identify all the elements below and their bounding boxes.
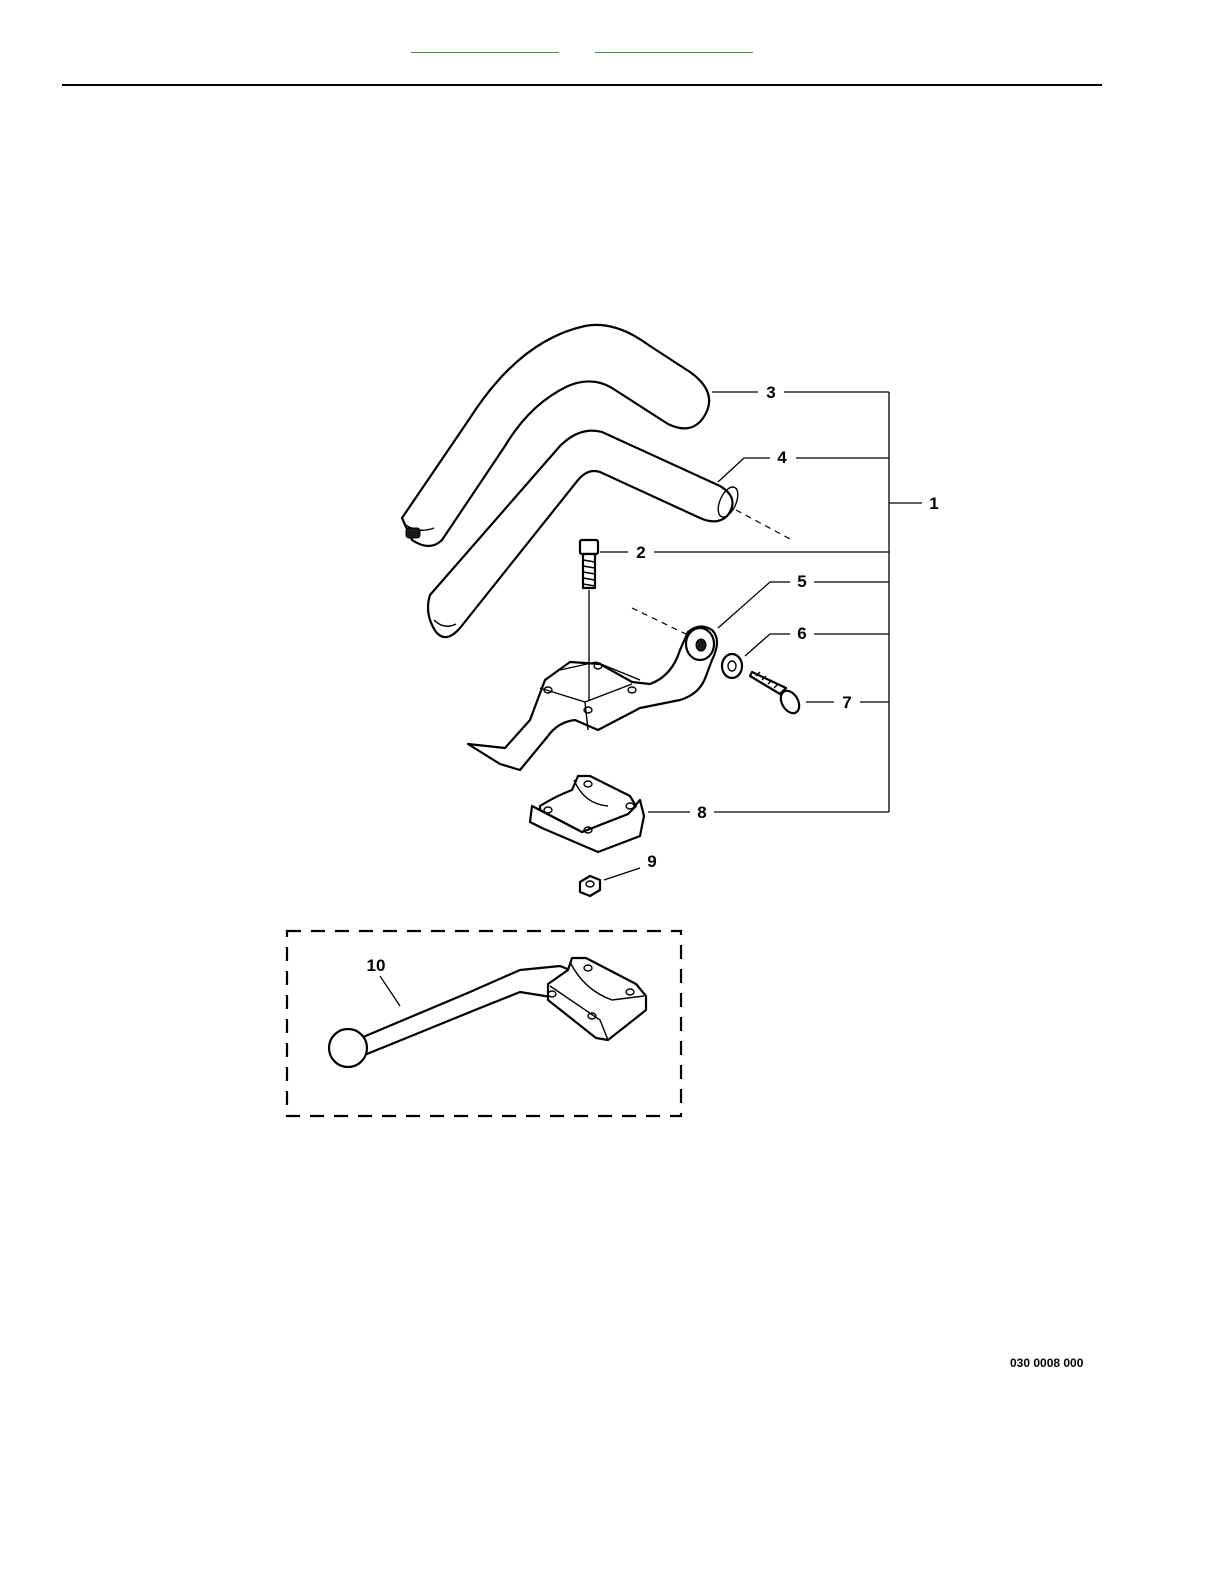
part-8-clamp bbox=[530, 776, 644, 852]
part-7-screw bbox=[750, 672, 803, 716]
callout-4: 4 bbox=[777, 448, 787, 467]
document-code: 030 0008 000 bbox=[1010, 1356, 1083, 1370]
part-9-nut bbox=[580, 876, 600, 896]
handle-end-cap bbox=[406, 528, 420, 538]
part-3-handle-grip bbox=[402, 325, 709, 546]
callout-8: 8 bbox=[697, 803, 706, 822]
callout-1: 1 bbox=[929, 494, 938, 513]
callout-10: 10 bbox=[367, 956, 386, 975]
callout-3: 3 bbox=[766, 383, 775, 402]
callout-5: 5 bbox=[797, 572, 806, 591]
callout-2: 2 bbox=[636, 543, 645, 562]
callout-6: 6 bbox=[797, 624, 806, 643]
callout-9: 9 bbox=[647, 852, 656, 871]
callout-7: 7 bbox=[842, 693, 851, 712]
part-5-handle-bracket bbox=[468, 626, 717, 770]
part-2-screw bbox=[580, 540, 598, 588]
part-6-washer bbox=[722, 654, 742, 678]
